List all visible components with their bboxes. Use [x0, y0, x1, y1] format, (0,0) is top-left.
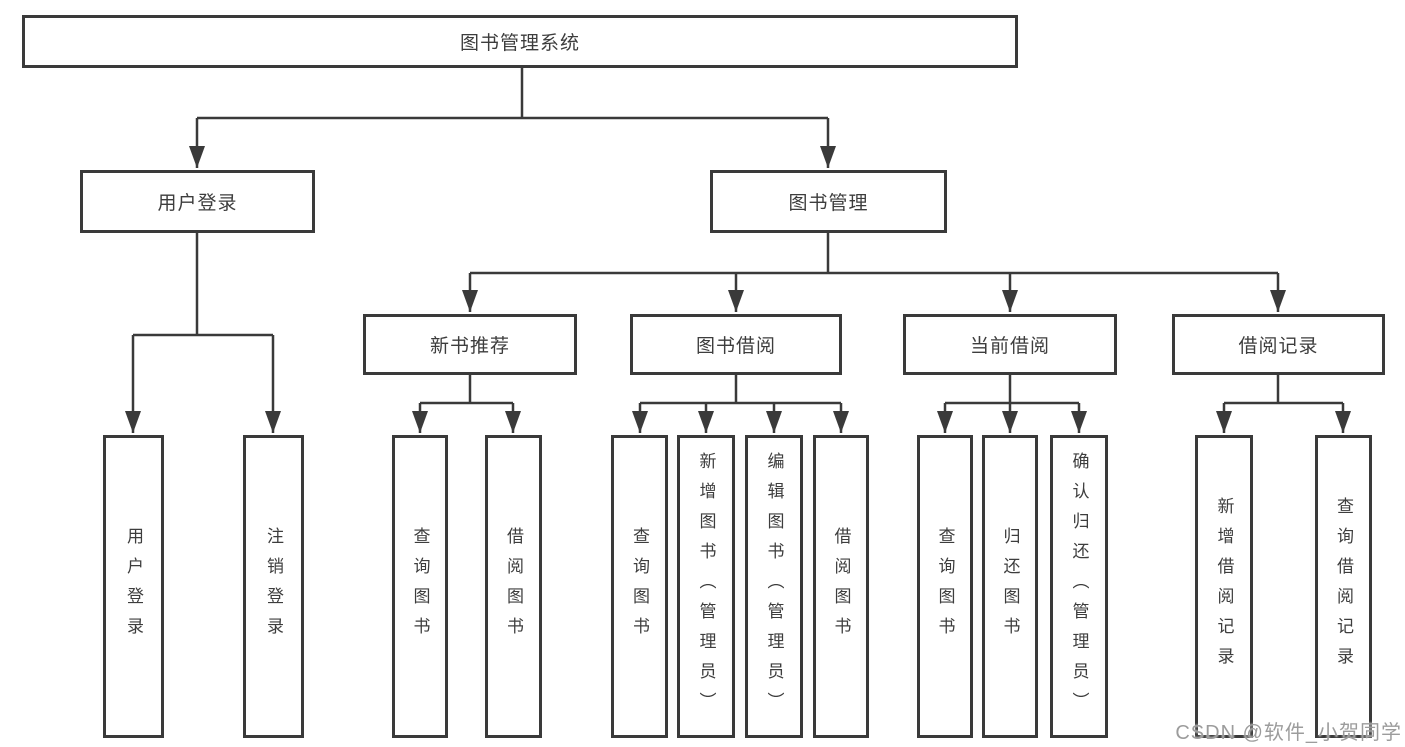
node-label: 借阅图书	[831, 526, 851, 647]
leaf-logout: 注销登录	[243, 435, 304, 738]
node-label: 查询图书	[630, 526, 649, 647]
leaf-borrow-books-recommend: 借阅图书	[485, 435, 542, 738]
node-label: 用户登录	[124, 526, 143, 647]
node-label: 归还图书	[1000, 526, 1020, 647]
leaf-borrow-books: 借阅图书	[813, 435, 869, 738]
node-label: 新增图书（管理员）	[696, 451, 716, 722]
leaf-add-borrow-record: 新增借阅记录	[1195, 435, 1253, 738]
node-current-borrow: 当前借阅	[903, 314, 1117, 375]
node-label: 查询图书	[935, 526, 955, 647]
leaf-query-books-current: 查询图书	[917, 435, 973, 738]
node-book-borrow: 图书借阅	[630, 314, 842, 375]
node-label: 借阅记录	[1238, 336, 1319, 357]
leaf-return-book: 归还图书	[982, 435, 1038, 738]
node-book-management: 图书管理	[710, 170, 947, 233]
node-new-book-recommend: 新书推荐	[363, 314, 577, 375]
leaf-add-book-admin: 新增图书（管理员）	[677, 435, 735, 738]
node-label: 图书借阅	[695, 336, 776, 357]
node-label: 新书推荐	[429, 336, 510, 357]
leaf-confirm-return-admin: 确认归还（管理员）	[1050, 435, 1108, 738]
node-borrow-records: 借阅记录	[1172, 314, 1385, 375]
watermark: CSDN @软件_小贺同学	[1175, 722, 1402, 744]
node-label: 查询借阅记录	[1334, 496, 1353, 677]
leaf-edit-book-admin: 编辑图书（管理员）	[745, 435, 803, 738]
node-label: 用户登录	[157, 193, 238, 214]
node-label: 查询图书	[410, 526, 430, 647]
leaf-user-login: 用户登录	[103, 435, 164, 738]
node-root: 图书管理系统	[22, 15, 1018, 68]
leaf-query-books-recommend: 查询图书	[392, 435, 448, 738]
node-label: 借阅图书	[504, 526, 523, 647]
node-label: 注销登录	[264, 526, 283, 647]
node-user-login: 用户登录	[80, 170, 315, 233]
node-label: 图书管理	[788, 193, 869, 214]
leaf-query-borrow-record: 查询借阅记录	[1315, 435, 1372, 738]
node-label: 确认归还（管理员）	[1069, 451, 1089, 722]
leaf-query-books-borrow: 查询图书	[611, 435, 668, 738]
node-label: 新增借阅记录	[1214, 496, 1234, 677]
node-label: 编辑图书（管理员）	[764, 451, 784, 722]
node-label: 当前借阅	[969, 336, 1050, 357]
node-label: 图书管理系统	[459, 33, 580, 54]
